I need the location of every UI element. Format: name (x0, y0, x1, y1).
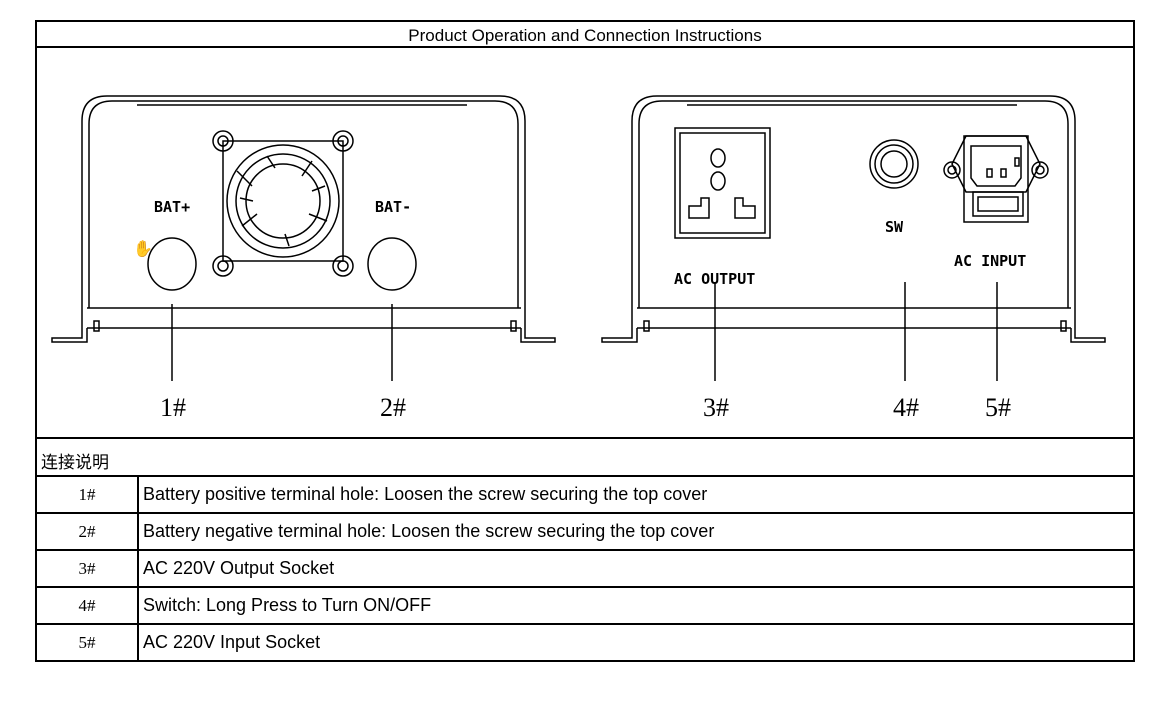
table-row: 5# AC 220V Input Socket (35, 623, 1135, 662)
sheet-title: Product Operation and Connection Instruc… (408, 26, 762, 45)
callout-2: 2# (380, 393, 406, 422)
row-description: AC 220V Input Socket (137, 623, 1135, 662)
bat-minus-hole (367, 237, 417, 291)
callout-3: 3# (703, 393, 729, 422)
fan-icon (222, 140, 344, 262)
instruction-table: 1# Battery positive terminal hole: Loose… (35, 475, 1135, 662)
row-description: Battery negative terminal hole: Loosen t… (137, 512, 1135, 551)
bat-minus-label: BAT- (375, 198, 411, 216)
row-number: 1# (35, 475, 139, 514)
row-number: 3# (35, 549, 139, 588)
hand-icon: ✋ (133, 239, 153, 258)
sw-label: SW (885, 218, 904, 236)
ac-output-socket-icon (674, 127, 771, 239)
row-description: Battery positive terminal hole: Loosen t… (137, 475, 1135, 514)
right-panel-drawing (601, 95, 1106, 381)
callout-1: 1# (160, 393, 186, 422)
row-number: 5# (35, 623, 139, 662)
left-panel-drawing (51, 95, 556, 381)
table-row: 1# Battery positive terminal hole: Loose… (35, 475, 1135, 514)
diagram-area: BAT+ BAT- ✋ AC OUTPUT SW AC INPUT 1# 2# … (35, 46, 1135, 439)
instruction-sheet: Product Operation and Connection Instruc… (35, 20, 1135, 670)
ac-input-label: AC INPUT (954, 252, 1026, 270)
bat-plus-label: BAT+ (154, 198, 190, 216)
section-label: 连接说明 (41, 453, 109, 473)
ac-input-socket-icon (943, 135, 1049, 223)
row-description: Switch: Long Press to Turn ON/OFF (137, 586, 1135, 625)
row-description: AC 220V Output Socket (137, 549, 1135, 588)
table-row: 2# Battery negative terminal hole: Loose… (35, 512, 1135, 551)
table-row: 3# AC 220V Output Socket (35, 549, 1135, 588)
callout-4: 4# (893, 393, 919, 422)
power-switch-icon (869, 139, 919, 189)
row-number: 2# (35, 512, 139, 551)
bat-plus-hole (147, 237, 197, 291)
row-number: 4# (35, 586, 139, 625)
ac-output-label: AC OUTPUT (674, 270, 755, 288)
callout-5: 5# (985, 393, 1011, 422)
table-row: 4# Switch: Long Press to Turn ON/OFF (35, 586, 1135, 625)
title-row: Product Operation and Connection Instruc… (35, 20, 1135, 48)
section-header: 连接说明 (35, 437, 1135, 477)
screw-icons (212, 130, 354, 277)
device-panels-diagram: BAT+ BAT- ✋ AC OUTPUT SW AC INPUT 1# 2# … (51, 95, 1106, 422)
